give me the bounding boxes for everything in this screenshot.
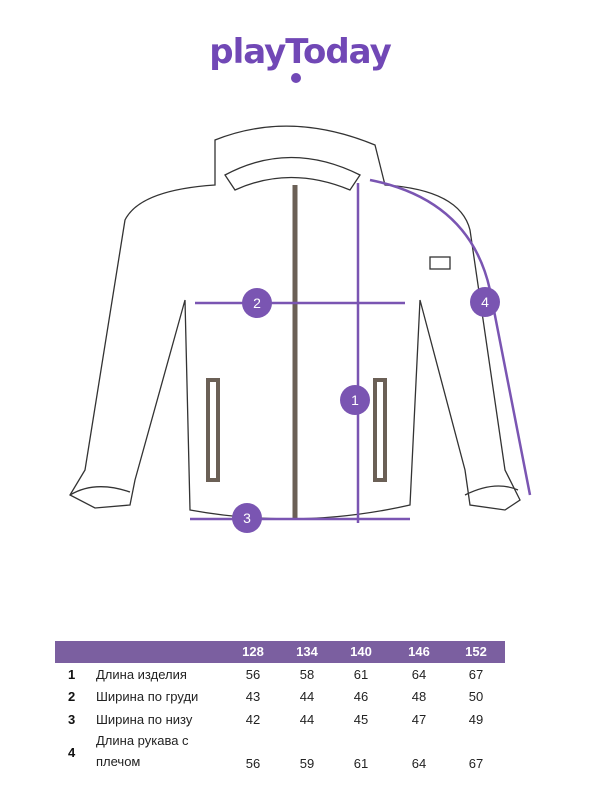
row-label: Ширина по низу (96, 712, 193, 727)
marker-3: 3 (232, 503, 262, 533)
table-cell: 48 (411, 689, 427, 704)
marker-2: 2 (242, 288, 272, 318)
table-cell: 42 (245, 712, 261, 727)
row-label: Ширина по груди (96, 689, 199, 704)
table-cell: 61 (353, 667, 369, 682)
marker-1: 1 (340, 385, 370, 415)
table-cell: 49 (468, 712, 484, 727)
table-cell: 64 (411, 756, 427, 771)
table-cell: 58 (299, 667, 315, 682)
logo-dot (291, 73, 301, 83)
table-cell: 45 (353, 712, 369, 727)
table-cell: 44 (299, 712, 315, 727)
row-number: 3 (68, 712, 76, 727)
table-cell: 44 (299, 689, 315, 704)
table-cell: 56 (245, 756, 261, 771)
brand-logo: playToday (209, 32, 392, 72)
marker-4: 4 (470, 287, 500, 317)
table-cell: 46 (353, 689, 369, 704)
marker-label: 1 (351, 392, 359, 408)
row-number: 2 (68, 689, 76, 704)
marker-label: 2 (253, 295, 261, 311)
table-cell: 67 (468, 756, 484, 771)
size-header: 134 (296, 644, 318, 659)
size-header: 140 (350, 644, 372, 659)
size-header: 146 (408, 644, 430, 659)
table-cell: 64 (411, 667, 427, 682)
marker-label: 4 (481, 294, 489, 310)
jacket-illustration: 1 2 3 4 (69, 125, 532, 533)
table-cell: 56 (245, 667, 261, 682)
marker-label: 3 (243, 510, 251, 526)
row-label: Длина рукава с плечом (96, 733, 189, 769)
table-header (55, 641, 505, 663)
table-cell: 43 (245, 689, 261, 704)
table-cell: 67 (468, 667, 484, 682)
row-number: 4 (68, 745, 76, 760)
row-number: 1 (68, 667, 76, 682)
table-cell: 47 (411, 712, 427, 727)
table-cell: 59 (299, 756, 315, 771)
table-cell: 61 (353, 756, 369, 771)
row-label: Длина изделия (96, 667, 187, 682)
table-cell: 50 (468, 689, 484, 704)
size-header: 128 (242, 644, 264, 659)
size-header: 152 (465, 644, 487, 659)
